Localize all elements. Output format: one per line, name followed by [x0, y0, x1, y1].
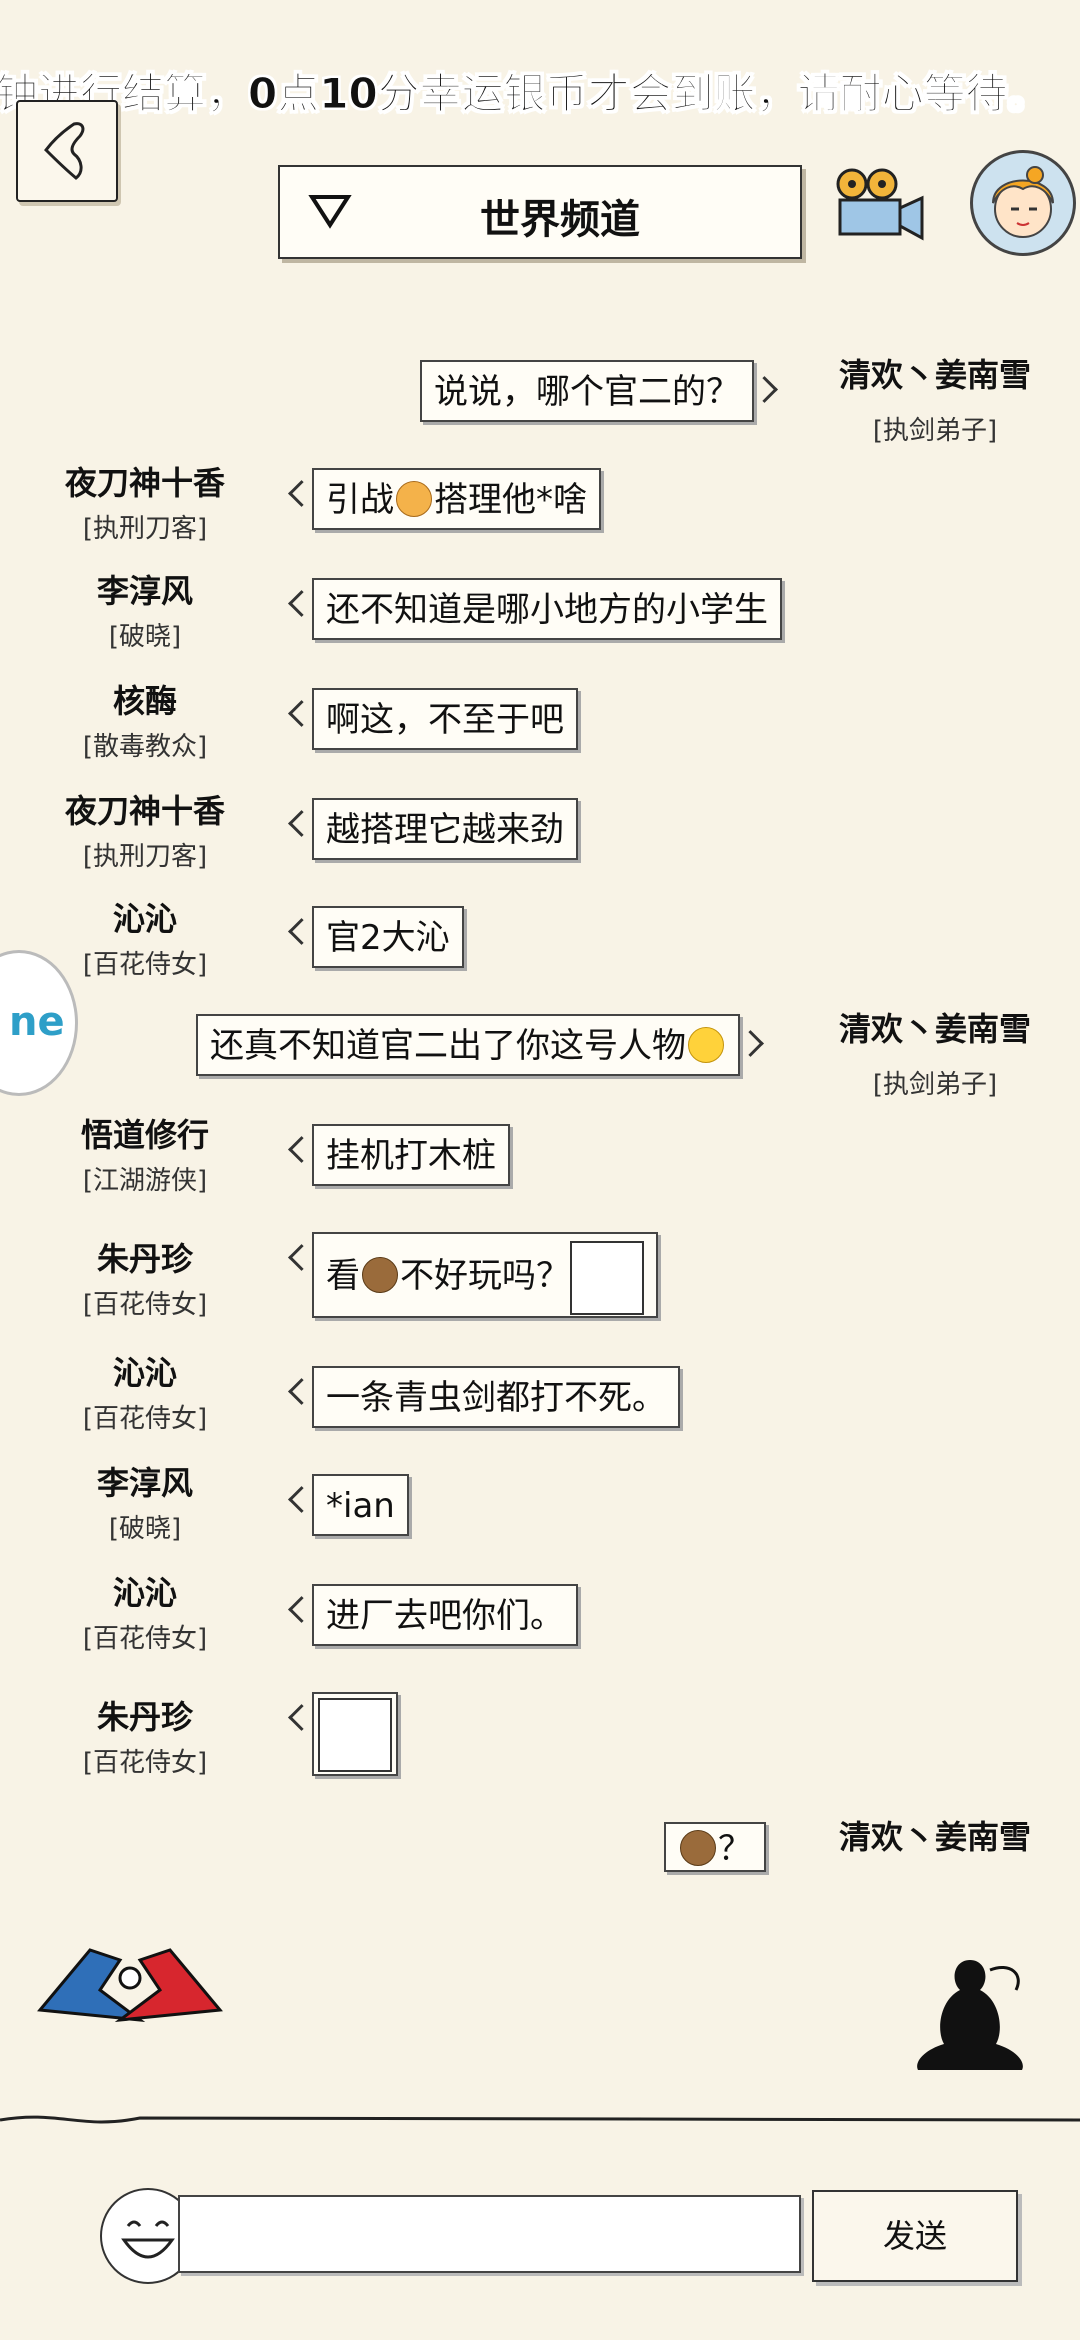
- chat-bubble[interactable]: 引战搭理他*啥: [312, 468, 601, 530]
- message-text: ？: [718, 1829, 752, 1869]
- sender-name[interactable]: 夜刀神十香: [64, 464, 225, 502]
- sender-tag: [执剑弟子]: [872, 1070, 998, 1100]
- sender-name[interactable]: 沁沁: [112, 1354, 177, 1392]
- message-text: 还不知道是哪小地方的小学生: [326, 590, 768, 630]
- side-tab-label: ne: [9, 999, 65, 1045]
- message-text: 说说，哪个官二的？: [434, 372, 740, 412]
- message-text: 引战: [326, 480, 394, 520]
- sender-name[interactable]: 朱丹珍: [96, 1698, 193, 1736]
- meditating-figure-icon[interactable]: [900, 1950, 1040, 2080]
- crossed-fighters-icon: [37, 1948, 223, 2023]
- sender-tag: [江湖游侠]: [82, 1166, 208, 1196]
- channel-selector[interactable]: 世界频道: [278, 165, 802, 259]
- laugh-sticker-icon: [318, 1698, 392, 1772]
- sender-tag: [百花侍女]: [82, 1624, 208, 1654]
- sender-tag: [破晓]: [108, 1514, 182, 1544]
- sender-name[interactable]: 夜刀神十香: [64, 792, 225, 830]
- message-text: 官2大沁: [326, 918, 450, 958]
- chat-bubble[interactable]: 官2大沁: [312, 906, 464, 968]
- smiley-face-icon: [121, 2220, 175, 2259]
- message-text: *ian: [326, 1486, 395, 1526]
- brush-stroke-divider: [0, 2115, 1080, 2124]
- sender-name[interactable]: 李淳风: [96, 1464, 193, 1502]
- sender-name[interactable]: 清欢丶姜南雪: [838, 1818, 1031, 1856]
- avatar[interactable]: [970, 150, 1076, 256]
- sender-tag: [百花侍女]: [82, 1748, 208, 1778]
- sad-emoji-icon: [688, 1027, 724, 1063]
- chat-bubble[interactable]: ？: [664, 1822, 766, 1872]
- announcement-ticker: 钟进行结算，0点10分幸运银币才会到账，请耐心等待。: [0, 52, 1080, 119]
- chat-bubble[interactable]: [312, 1692, 398, 1776]
- sender-tag: [执刑刀客]: [82, 514, 208, 544]
- avatar-face-icon: [992, 166, 1054, 238]
- chat-bubble[interactable]: 说说，哪个官二的？: [420, 360, 754, 422]
- sender-name[interactable]: 清欢丶姜南雪: [838, 356, 1031, 394]
- sender-tag: [散毒教众]: [82, 732, 208, 762]
- back-arrow-icon: [44, 122, 85, 180]
- sender-tag: [百花侍女]: [82, 950, 208, 980]
- sender-name[interactable]: 沁沁: [112, 900, 177, 938]
- sender-name[interactable]: 朱丹珍: [96, 1240, 193, 1278]
- chat-bubble[interactable]: 还不知道是哪小地方的小学生: [312, 578, 782, 640]
- message-text: 啊这，不至于吧: [326, 700, 564, 740]
- message-text: 不好玩吗？: [400, 1256, 570, 1296]
- message-text: 挂机打木桩: [326, 1136, 496, 1176]
- chat-input[interactable]: [178, 2195, 801, 2273]
- chat-bubble[interactable]: *ian: [312, 1474, 409, 1536]
- sender-tag: [百花侍女]: [82, 1404, 208, 1434]
- monkey-emoji-icon: [362, 1257, 398, 1293]
- chat-bubble[interactable]: 一条青虫剑都打不死。: [312, 1366, 680, 1428]
- doge-emoji-icon: [396, 481, 432, 517]
- chat-bubble[interactable]: 看不好玩吗？: [312, 1232, 658, 1318]
- sender-tag: [执刑刀客]: [82, 842, 208, 872]
- sender-tag: [百花侍女]: [82, 1290, 208, 1320]
- message-text: 看: [326, 1256, 360, 1296]
- sender-name[interactable]: 李淳风: [96, 572, 193, 610]
- message-text: 进厂去吧你们。: [326, 1596, 564, 1636]
- chat-bubble[interactable]: 进厂去吧你们。: [312, 1584, 578, 1646]
- video-camera-icon[interactable]: [830, 160, 930, 250]
- message-text: 搭理他*啥: [434, 480, 587, 520]
- dropdown-triangle-icon: [308, 195, 352, 229]
- channel-title: 世界频道: [480, 197, 640, 243]
- sender-name[interactable]: 核酶: [112, 682, 177, 720]
- message-text: 越搭理它越来劲: [326, 810, 564, 850]
- message-text: 还真不知道官二出了你这号人物: [210, 1026, 686, 1066]
- chat-bubble[interactable]: 挂机打木桩: [312, 1124, 510, 1186]
- back-button[interactable]: [16, 100, 118, 202]
- sender-tag: [破晓]: [108, 622, 182, 652]
- sender-name[interactable]: 清欢丶姜南雪: [838, 1010, 1031, 1048]
- chat-bubble[interactable]: 啊这，不至于吧: [312, 688, 578, 750]
- sender-name[interactable]: 沁沁: [112, 1574, 177, 1612]
- sender-name[interactable]: 悟道修行: [80, 1116, 209, 1154]
- chat-bubble[interactable]: 越搭理它越来劲: [312, 798, 578, 860]
- ticker-text: 钟进行结算，0点10分幸运银币才会到账，请耐心等待。: [0, 69, 1050, 119]
- chat-bubble[interactable]: 还真不知道官二出了你这号人物: [196, 1014, 740, 1076]
- sender-tag: [执剑弟子]: [872, 416, 998, 446]
- message-text: 一条青虫剑都打不死。: [326, 1378, 666, 1418]
- pig-sticker-icon: [570, 1240, 644, 1315]
- send-button[interactable]: 发送: [812, 2190, 1018, 2282]
- monkey-emoji-icon: [680, 1830, 716, 1866]
